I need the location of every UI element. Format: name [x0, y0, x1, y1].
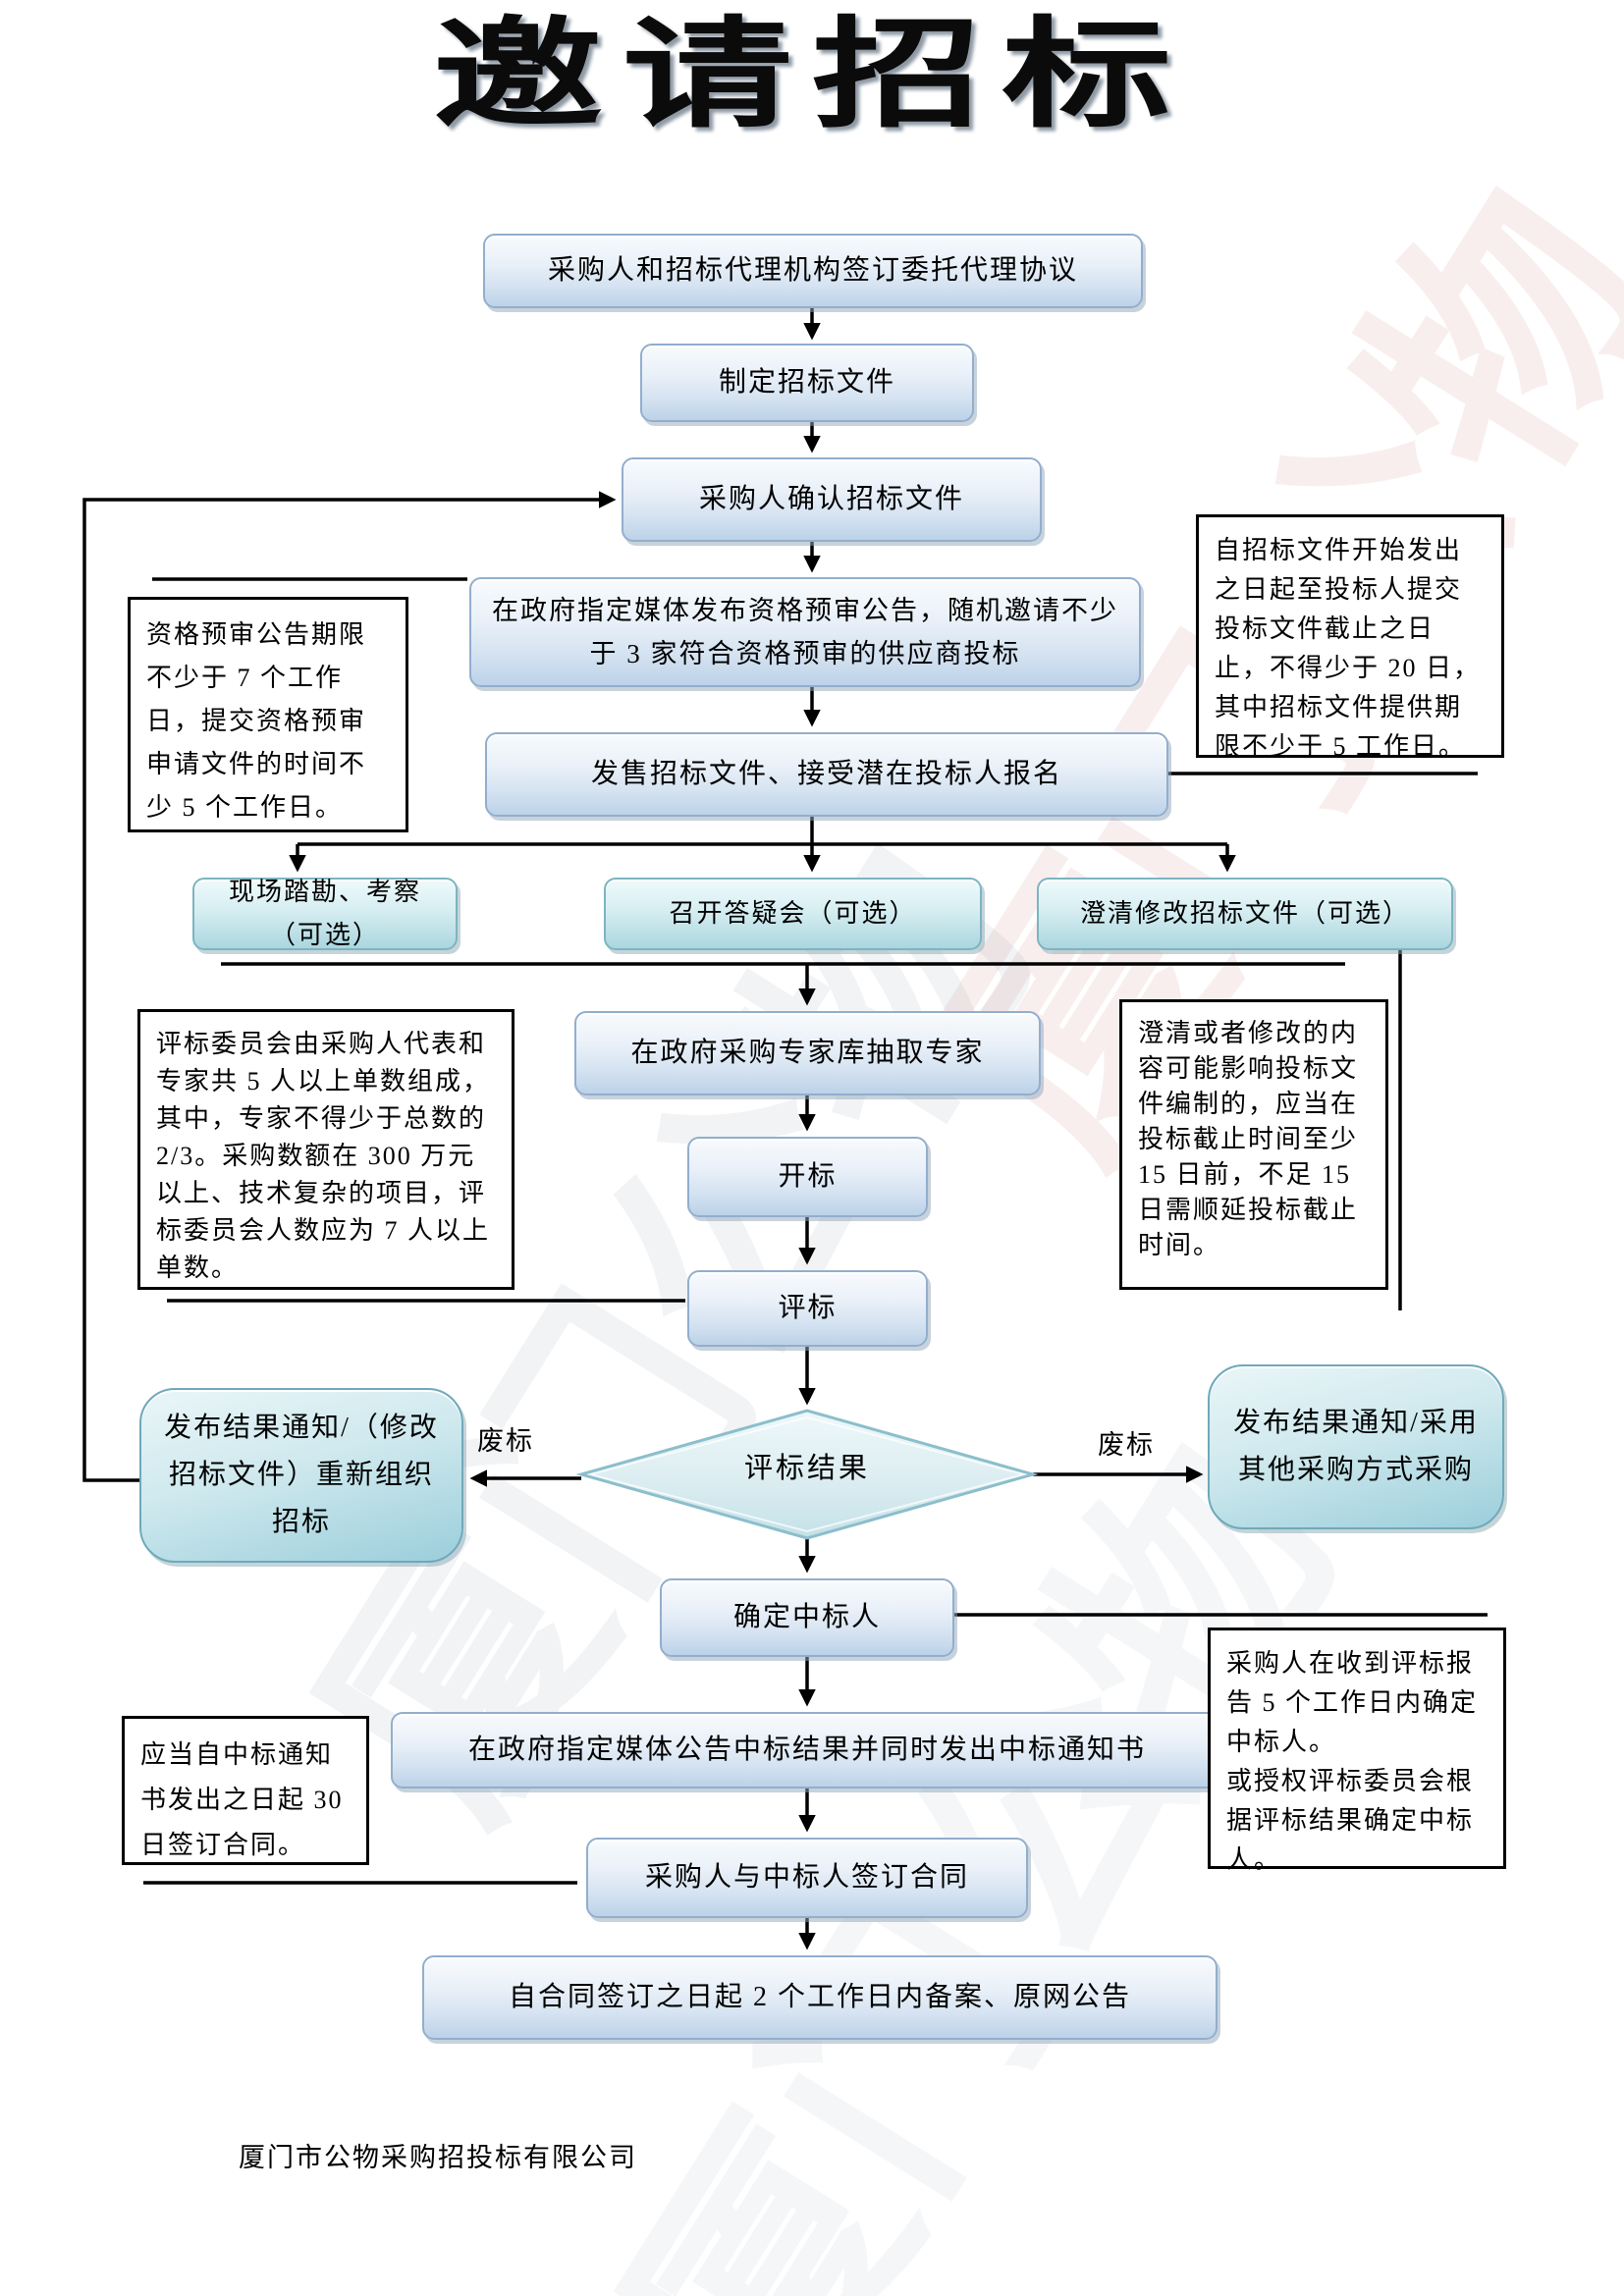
- step-publish-prequalification-announcement: 在政府指定媒体发布资格预审公告，随机邀请不少于 3 家符合资格预审的供应商投标: [469, 577, 1141, 687]
- step-purchaser-confirm-documents: 采购人确认招标文件: [622, 457, 1042, 542]
- decision-diamond: [575, 1409, 1039, 1540]
- note-clarification-deadline: 澄清或者修改的内容可能影响投标文件编制的，应当在投标截止时间至少 15 日前，不…: [1119, 999, 1388, 1290]
- decision-evaluation-result: 评标结果: [743, 1453, 870, 1484]
- result-republish-reorganize-tender: 发布结果通知/（修改招标文件）重新组织招标: [139, 1388, 463, 1563]
- step-filing-and-publication: 自合同签订之日起 2 个工作日内备案、原网公告: [422, 1955, 1218, 2040]
- note-prequalification-period: 资格预审公告期限不少于 7 个工作日，提交资格预审申请文件的时间不少 5 个工作…: [128, 597, 408, 832]
- step-bid-opening: 开标: [687, 1137, 928, 1217]
- step-determine-winner: 确定中标人: [660, 1578, 954, 1657]
- note-award-within-5-days: 采购人在收到评标报告 5 个工作日内确定中标人。 或授权评标委员会根据评标结果确…: [1208, 1628, 1506, 1874]
- note-tender-period: 自招标文件开始发出之日起至投标人提交投标文件截止之日止，不得少于 20 日，其中…: [1196, 514, 1504, 761]
- step-site-survey-optional: 现场踏勘、考察（可选）: [192, 878, 458, 950]
- footer-company-name: 厦门市公物采购招投标有限公司: [239, 2143, 637, 2172]
- result-other-procurement-method: 发布结果通知/采用其他采购方式采购: [1208, 1364, 1504, 1529]
- step-qa-meeting-optional: 召开答疑会（可选）: [604, 878, 982, 950]
- page-title: 邀请招标: [432, 10, 1192, 142]
- note-contract-30-days: 应当自中标通知书发出之日起 30 日签订合同。: [122, 1716, 369, 1865]
- fail-bid-label-right: 废标: [1098, 1430, 1155, 1460]
- step-sign-agency-agreement: 采购人和招标代理机构签订委托代理协议: [483, 234, 1143, 308]
- step-sell-documents-accept-registration: 发售招标文件、接受潜在投标人报名: [485, 732, 1168, 817]
- step-draw-experts: 在政府采购专家库抽取专家: [574, 1011, 1041, 1095]
- note-evaluation-committee: 评标委员会由采购人代表和专家共 5 人以上单数组成，其中，专家不得少于总数的 2…: [137, 1009, 514, 1290]
- step-announce-award-result: 在政府指定媒体公告中标结果并同时发出中标通知书: [391, 1712, 1223, 1789]
- step-bid-evaluation: 评标: [687, 1270, 928, 1347]
- step-prepare-tender-documents: 制定招标文件: [640, 344, 974, 422]
- fail-bid-label-left: 废标: [477, 1426, 534, 1456]
- step-sign-contract: 采购人与中标人签订合同: [586, 1838, 1028, 1918]
- step-clarify-modify-documents-optional: 澄清修改招标文件（可选）: [1037, 878, 1453, 950]
